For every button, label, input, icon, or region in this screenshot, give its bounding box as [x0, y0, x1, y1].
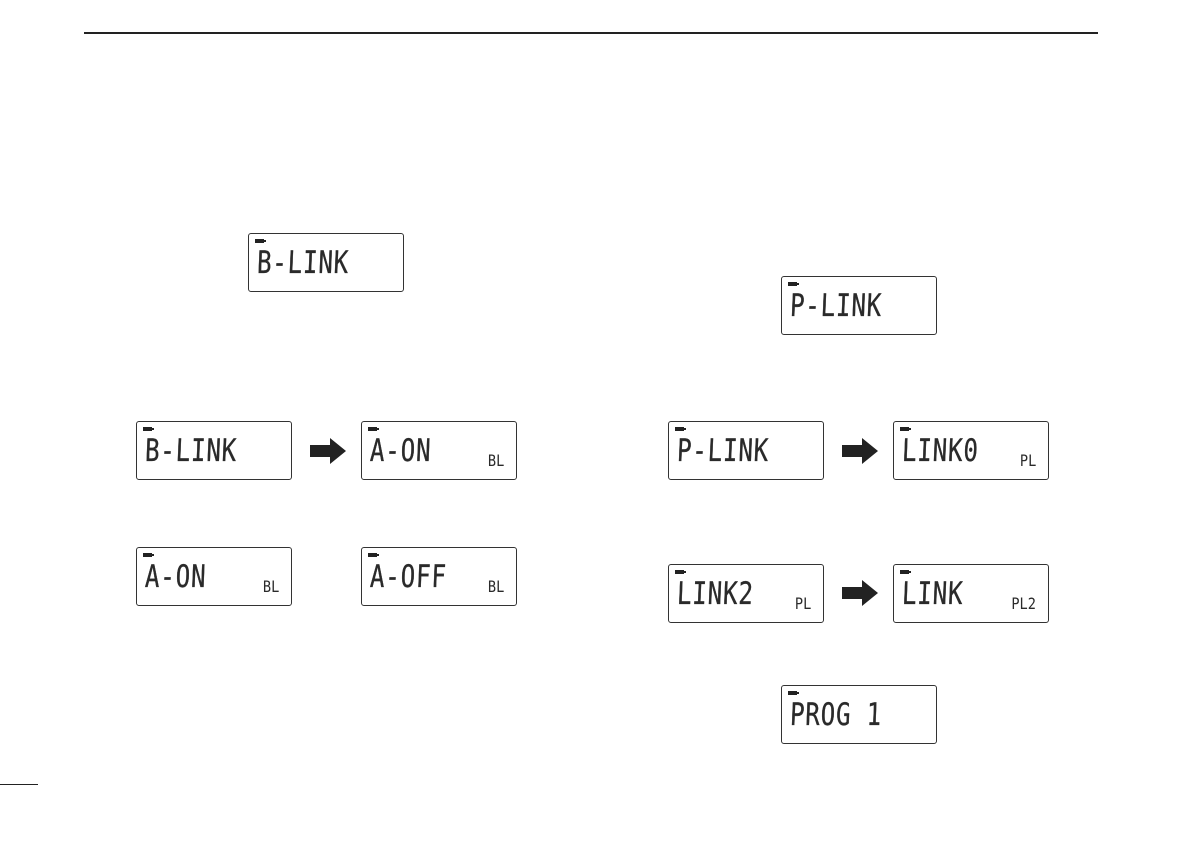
header-rule	[84, 32, 1098, 34]
lcd-main-text: A-ON	[369, 429, 432, 473]
lcd-main-text: PROG 1	[789, 693, 883, 737]
lcd-main-text: B-LINK	[256, 241, 350, 285]
lcd-display-a-off: A-OFF BL	[361, 547, 517, 606]
lcd-display-a-on-second: A-ON BL	[136, 547, 292, 606]
lcd-main-text: B-LINK	[144, 429, 238, 473]
lcd-main-text: LINK0	[901, 429, 979, 473]
lcd-main-text: A-OFF	[369, 555, 447, 599]
lcd-sub-text: BL	[488, 578, 504, 596]
lcd-display-b-link: B-LINK	[248, 233, 404, 292]
lcd-display-link-pl2: LINK PL2	[893, 564, 1049, 623]
lcd-main-text: P-LINK	[676, 429, 770, 473]
lcd-display-link2: LINK2 PL	[668, 564, 824, 623]
lcd-display-p-link-step: P-LINK	[668, 421, 824, 480]
lcd-sub-text: BL	[488, 452, 504, 470]
lcd-display-link0: LINK0 PL	[893, 421, 1049, 480]
lcd-sub-text: PL	[795, 595, 811, 613]
lcd-main-text: LINK2	[676, 572, 754, 616]
page-corner-mark	[0, 784, 38, 785]
lcd-main-text: LINK	[901, 572, 964, 616]
lcd-sub-text: PL	[1020, 452, 1036, 470]
right-arrow-icon	[310, 438, 346, 464]
lcd-display-a-on: A-ON BL	[361, 421, 517, 480]
lcd-display-p-link: P-LINK	[781, 276, 937, 335]
lcd-display-prog-1: PROG 1	[781, 685, 937, 744]
lcd-sub-text: BL	[263, 578, 279, 596]
lcd-main-text: A-ON	[144, 555, 207, 599]
lcd-display-b-link-step: B-LINK	[136, 421, 292, 480]
lcd-sub-text: PL2	[1011, 595, 1036, 613]
lcd-main-text: P-LINK	[789, 284, 883, 328]
right-arrow-icon	[842, 438, 878, 464]
right-arrow-icon	[842, 580, 878, 606]
